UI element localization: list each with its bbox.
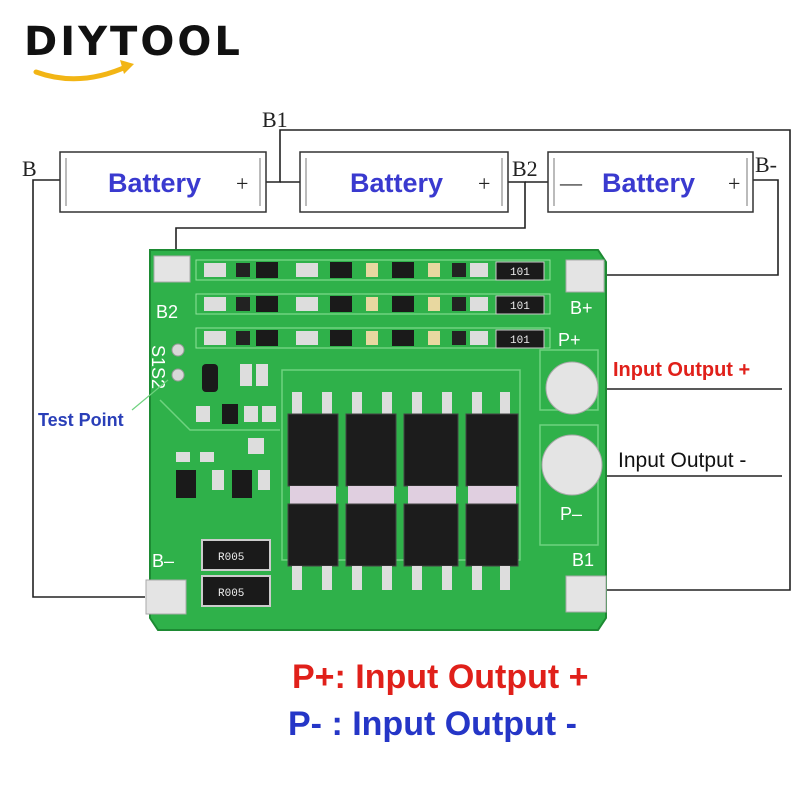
wire-label-b: B xyxy=(22,156,37,181)
s1s2-label: S1S2 xyxy=(148,345,168,389)
pad-b2 xyxy=(153,255,191,283)
battery-3-plus: + xyxy=(728,171,740,196)
callout-test-point: Test Point xyxy=(38,410,124,430)
pad-bplus-label: B+ xyxy=(570,298,593,318)
component-row-1: 101 xyxy=(195,259,551,281)
wires xyxy=(32,129,791,598)
legend-line-2: P- : Input Output - xyxy=(288,705,577,743)
battery-2-label: Battery xyxy=(350,168,443,198)
pad-bplus xyxy=(565,259,605,293)
battery-3-minus: — xyxy=(559,170,583,195)
battery-2-plus: + xyxy=(478,171,490,196)
small-components xyxy=(176,364,276,498)
brand-arrow-icon xyxy=(120,60,134,74)
pad-pplus-label: P+ xyxy=(558,330,581,350)
battery-3: — Battery + xyxy=(547,151,754,213)
resistor-101-label-1: 101 xyxy=(510,267,530,279)
resistor-101-label-3: 101 xyxy=(510,335,530,347)
battery-1-plus: + xyxy=(236,171,248,196)
callout-input-output-minus: Input Output - xyxy=(618,449,746,472)
wire-b2 xyxy=(175,181,526,258)
pad-b1 xyxy=(565,575,607,613)
test-point-s2 xyxy=(171,368,185,382)
battery-2: Battery + xyxy=(299,151,509,213)
shunt-1-label: R005 xyxy=(218,552,244,564)
component-row-2: 101 xyxy=(195,293,551,315)
callout-input-output-plus: Input Output + xyxy=(613,359,750,381)
battery-1-label: Battery xyxy=(108,168,201,198)
pad-bminus xyxy=(145,579,187,615)
component-row-3: 101 xyxy=(195,327,551,349)
wire-label-b1: B1 xyxy=(262,107,288,132)
battery-3-label: Battery xyxy=(602,168,695,198)
shunt-2-label: R005 xyxy=(218,588,244,600)
component-rows: 101 101 xyxy=(195,259,551,349)
pads: B2 B+ P+ P– B– B1 xyxy=(145,255,607,615)
legend-line-1: P+: Input Output + xyxy=(292,658,589,696)
wire-bplus xyxy=(604,179,779,276)
brand-name: DIYTOOL xyxy=(24,19,243,65)
pad-pminus xyxy=(541,434,603,496)
pad-b2-label: B2 xyxy=(156,302,178,322)
wire-b1 xyxy=(266,129,791,591)
pad-pminus-label: P– xyxy=(560,504,582,524)
wire-label-b-minus: B- xyxy=(755,152,777,177)
test-point-s1 xyxy=(171,343,185,357)
wire-label-b2: B2 xyxy=(512,156,538,181)
pad-pplus xyxy=(545,361,599,415)
shunt-resistors: R005 R005 xyxy=(201,539,271,607)
brand-swoosh-icon xyxy=(33,63,131,82)
pad-b1-label: B1 xyxy=(572,550,594,570)
resistor-101-label-2: 101 xyxy=(510,301,530,313)
wire-b-minus xyxy=(32,179,145,598)
mosfets xyxy=(287,392,519,590)
test-points: S1S2 xyxy=(131,343,185,411)
pad-bminus-label: B– xyxy=(152,551,174,571)
brand-logo: DIYTOOL xyxy=(24,19,243,82)
battery-1: Battery + xyxy=(59,151,267,213)
